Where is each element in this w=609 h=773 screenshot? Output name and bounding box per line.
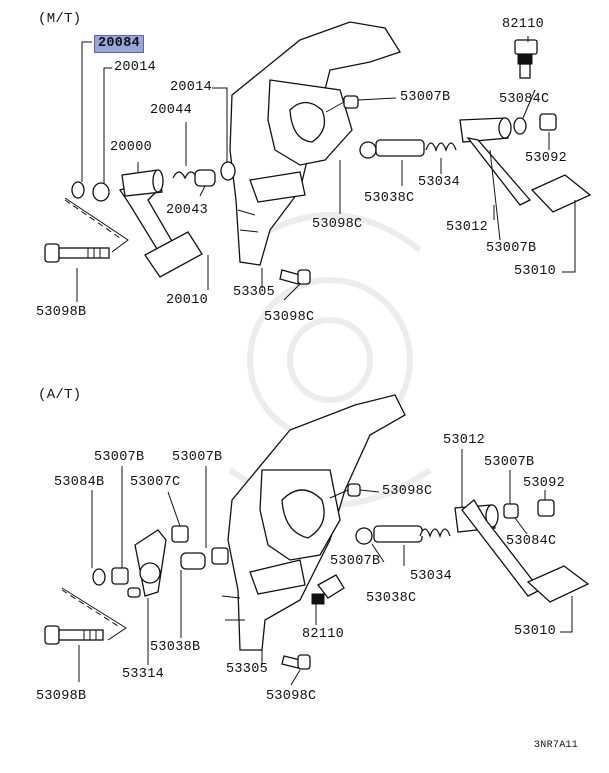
at-bolt-53098b [44, 625, 104, 645]
part-label-20043[interactable]: 20043 [166, 203, 209, 218]
mt-washer-53084c [513, 117, 527, 135]
part-label-at-53007b-d[interactable]: 53007B [330, 554, 381, 569]
at-stoplight-switch [311, 574, 345, 605]
mt-bolt-53305 [279, 269, 311, 285]
part-label-at-53314[interactable]: 53314 [122, 667, 165, 682]
mt-stoplight-switch [514, 39, 538, 79]
part-label-53084c[interactable]: 53084C [499, 92, 550, 107]
part-label-53034[interactable]: 53034 [418, 175, 461, 190]
part-label-53038c[interactable]: 53038C [364, 191, 415, 206]
mt-axis-line [64, 199, 121, 239]
at-nut-53007b-b [211, 547, 229, 565]
part-label-82110[interactable]: 82110 [502, 17, 545, 32]
mt-shaft-53038c [375, 139, 425, 157]
part-label-at-53098b[interactable]: 53098B [36, 689, 87, 704]
part-label-at-53038b[interactable]: 53038B [150, 640, 201, 655]
part-label-at-53038c[interactable]: 53038C [366, 591, 417, 606]
part-label-at-53098c-b[interactable]: 53098C [266, 689, 317, 704]
part-label-53007b-b[interactable]: 53007B [486, 241, 537, 256]
at-collar-53038b [180, 552, 206, 570]
part-label-53305[interactable]: 53305 [233, 285, 276, 300]
part-label-at-53084c[interactable]: 53084C [506, 534, 557, 549]
at-spring-53034 [419, 528, 451, 538]
at-leader-lines [78, 449, 573, 686]
part-label-53098c-mid[interactable]: 53098C [312, 217, 363, 232]
part-label-53098b[interactable]: 53098B [36, 305, 87, 320]
mt-nut-53092 [539, 113, 557, 131]
part-label-20084[interactable]: 20084 [94, 35, 145, 53]
at-nut-53007b-c [355, 527, 373, 545]
part-label-53007b[interactable]: 53007B [400, 90, 451, 105]
at-brake-pedal [454, 499, 590, 603]
part-label-at-53305[interactable]: 53305 [226, 662, 269, 677]
at-pedal-bracket [221, 394, 406, 651]
mt-pedal-bracket [229, 21, 401, 266]
mt-spring-53034 [425, 142, 457, 152]
at-shaft-53038c [373, 525, 423, 543]
part-label-20000[interactable]: 20000 [110, 140, 153, 155]
part-label-at-53034[interactable]: 53034 [410, 569, 453, 584]
at-lever-53314 [127, 529, 167, 598]
at-washer-53084b [92, 568, 106, 586]
part-label-53092[interactable]: 53092 [525, 151, 568, 166]
mt-bushing [92, 182, 110, 202]
mt-bolt-53098b [44, 243, 110, 263]
at-bolt-53305 [281, 654, 311, 670]
part-label-20044[interactable]: 20044 [150, 103, 193, 118]
at-axis-line [61, 589, 119, 627]
part-label-at-53007b-c[interactable]: 53007B [484, 455, 535, 470]
at-section-label: (A/T) [38, 387, 82, 403]
mt-brake-pedal [459, 117, 592, 213]
part-label-20010[interactable]: 20010 [166, 293, 209, 308]
part-label-at-82110[interactable]: 82110 [302, 627, 345, 642]
mt-leader-lines [76, 36, 576, 302]
part-label-53098c[interactable]: 53098C [264, 310, 315, 325]
mt-collar-20043 [194, 169, 216, 187]
diagram-code: 3NR7A11 [534, 740, 579, 751]
at-assembly [44, 394, 590, 670]
part-label-20014-b[interactable]: 20014 [170, 80, 213, 95]
mt-section-label: (M/T) [38, 11, 82, 27]
part-label-at-53007b[interactable]: 53007B [94, 450, 145, 465]
part-label-at-53012[interactable]: 53012 [443, 433, 486, 448]
mt-clutch-pedal [118, 169, 203, 278]
at-nut-53092 [537, 499, 555, 517]
part-label-at-53084b[interactable]: 53084B [54, 475, 105, 490]
at-nut-53007b [111, 567, 129, 585]
part-label-at-53007c[interactable]: 53007C [130, 475, 181, 490]
at-nut-53007c [171, 525, 189, 543]
mt-nut-53007b [359, 141, 377, 159]
part-label-53012[interactable]: 53012 [446, 220, 489, 235]
part-label-at-53092[interactable]: 53092 [523, 476, 566, 491]
at-nut-53007b-d [503, 503, 519, 519]
mt-bushing-20014 [220, 161, 236, 181]
mt-assembly [44, 21, 592, 285]
part-label-20014[interactable]: 20014 [114, 60, 157, 75]
mt-washer [71, 181, 85, 199]
part-label-at-53007b-b[interactable]: 53007B [172, 450, 223, 465]
part-label-at-53010[interactable]: 53010 [514, 624, 557, 639]
mt-bolt-53098c [325, 95, 359, 113]
part-label-53010[interactable]: 53010 [514, 264, 557, 279]
part-label-at-53098c[interactable]: 53098C [382, 484, 433, 499]
